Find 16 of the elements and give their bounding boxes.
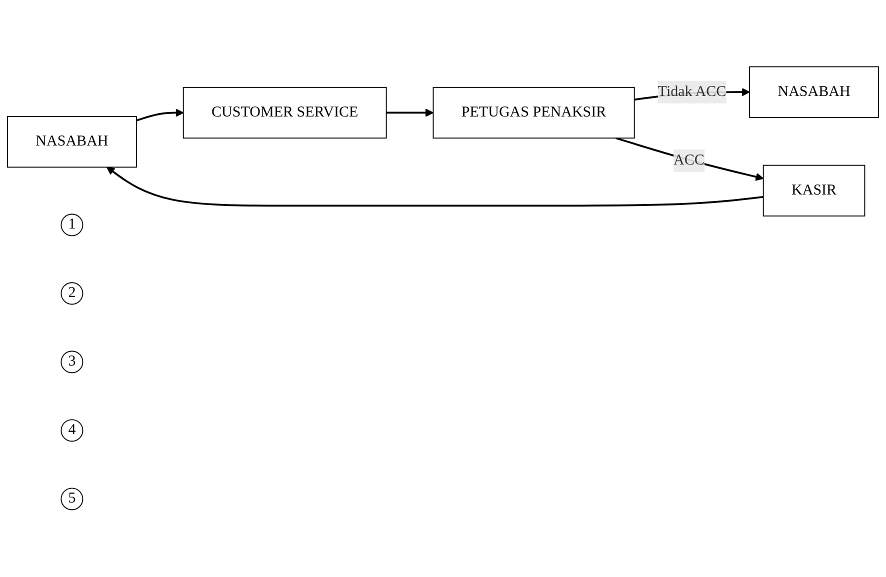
node-box: KASIR (762, 164, 866, 216)
arrow (616, 137, 764, 181)
arrow (386, 108, 434, 117)
arrow (136, 108, 184, 122)
node-circle: 1 (60, 214, 84, 236)
node-box: PETUGAS PENAKSIR (432, 86, 635, 139)
node-box: NASABAH (749, 66, 879, 118)
node-circle: 3 (60, 350, 84, 374)
arrow (106, 166, 764, 207)
node-circle: 5 (60, 488, 84, 510)
edge-label: Tidak ACC (658, 84, 726, 100)
edge-label: ACC (674, 152, 704, 168)
node-circle: 4 (60, 419, 84, 442)
node-box: CUSTOMER SERVICE (182, 86, 387, 139)
node-circle: 2 (60, 282, 84, 305)
node-box: NASABAH (7, 116, 137, 168)
